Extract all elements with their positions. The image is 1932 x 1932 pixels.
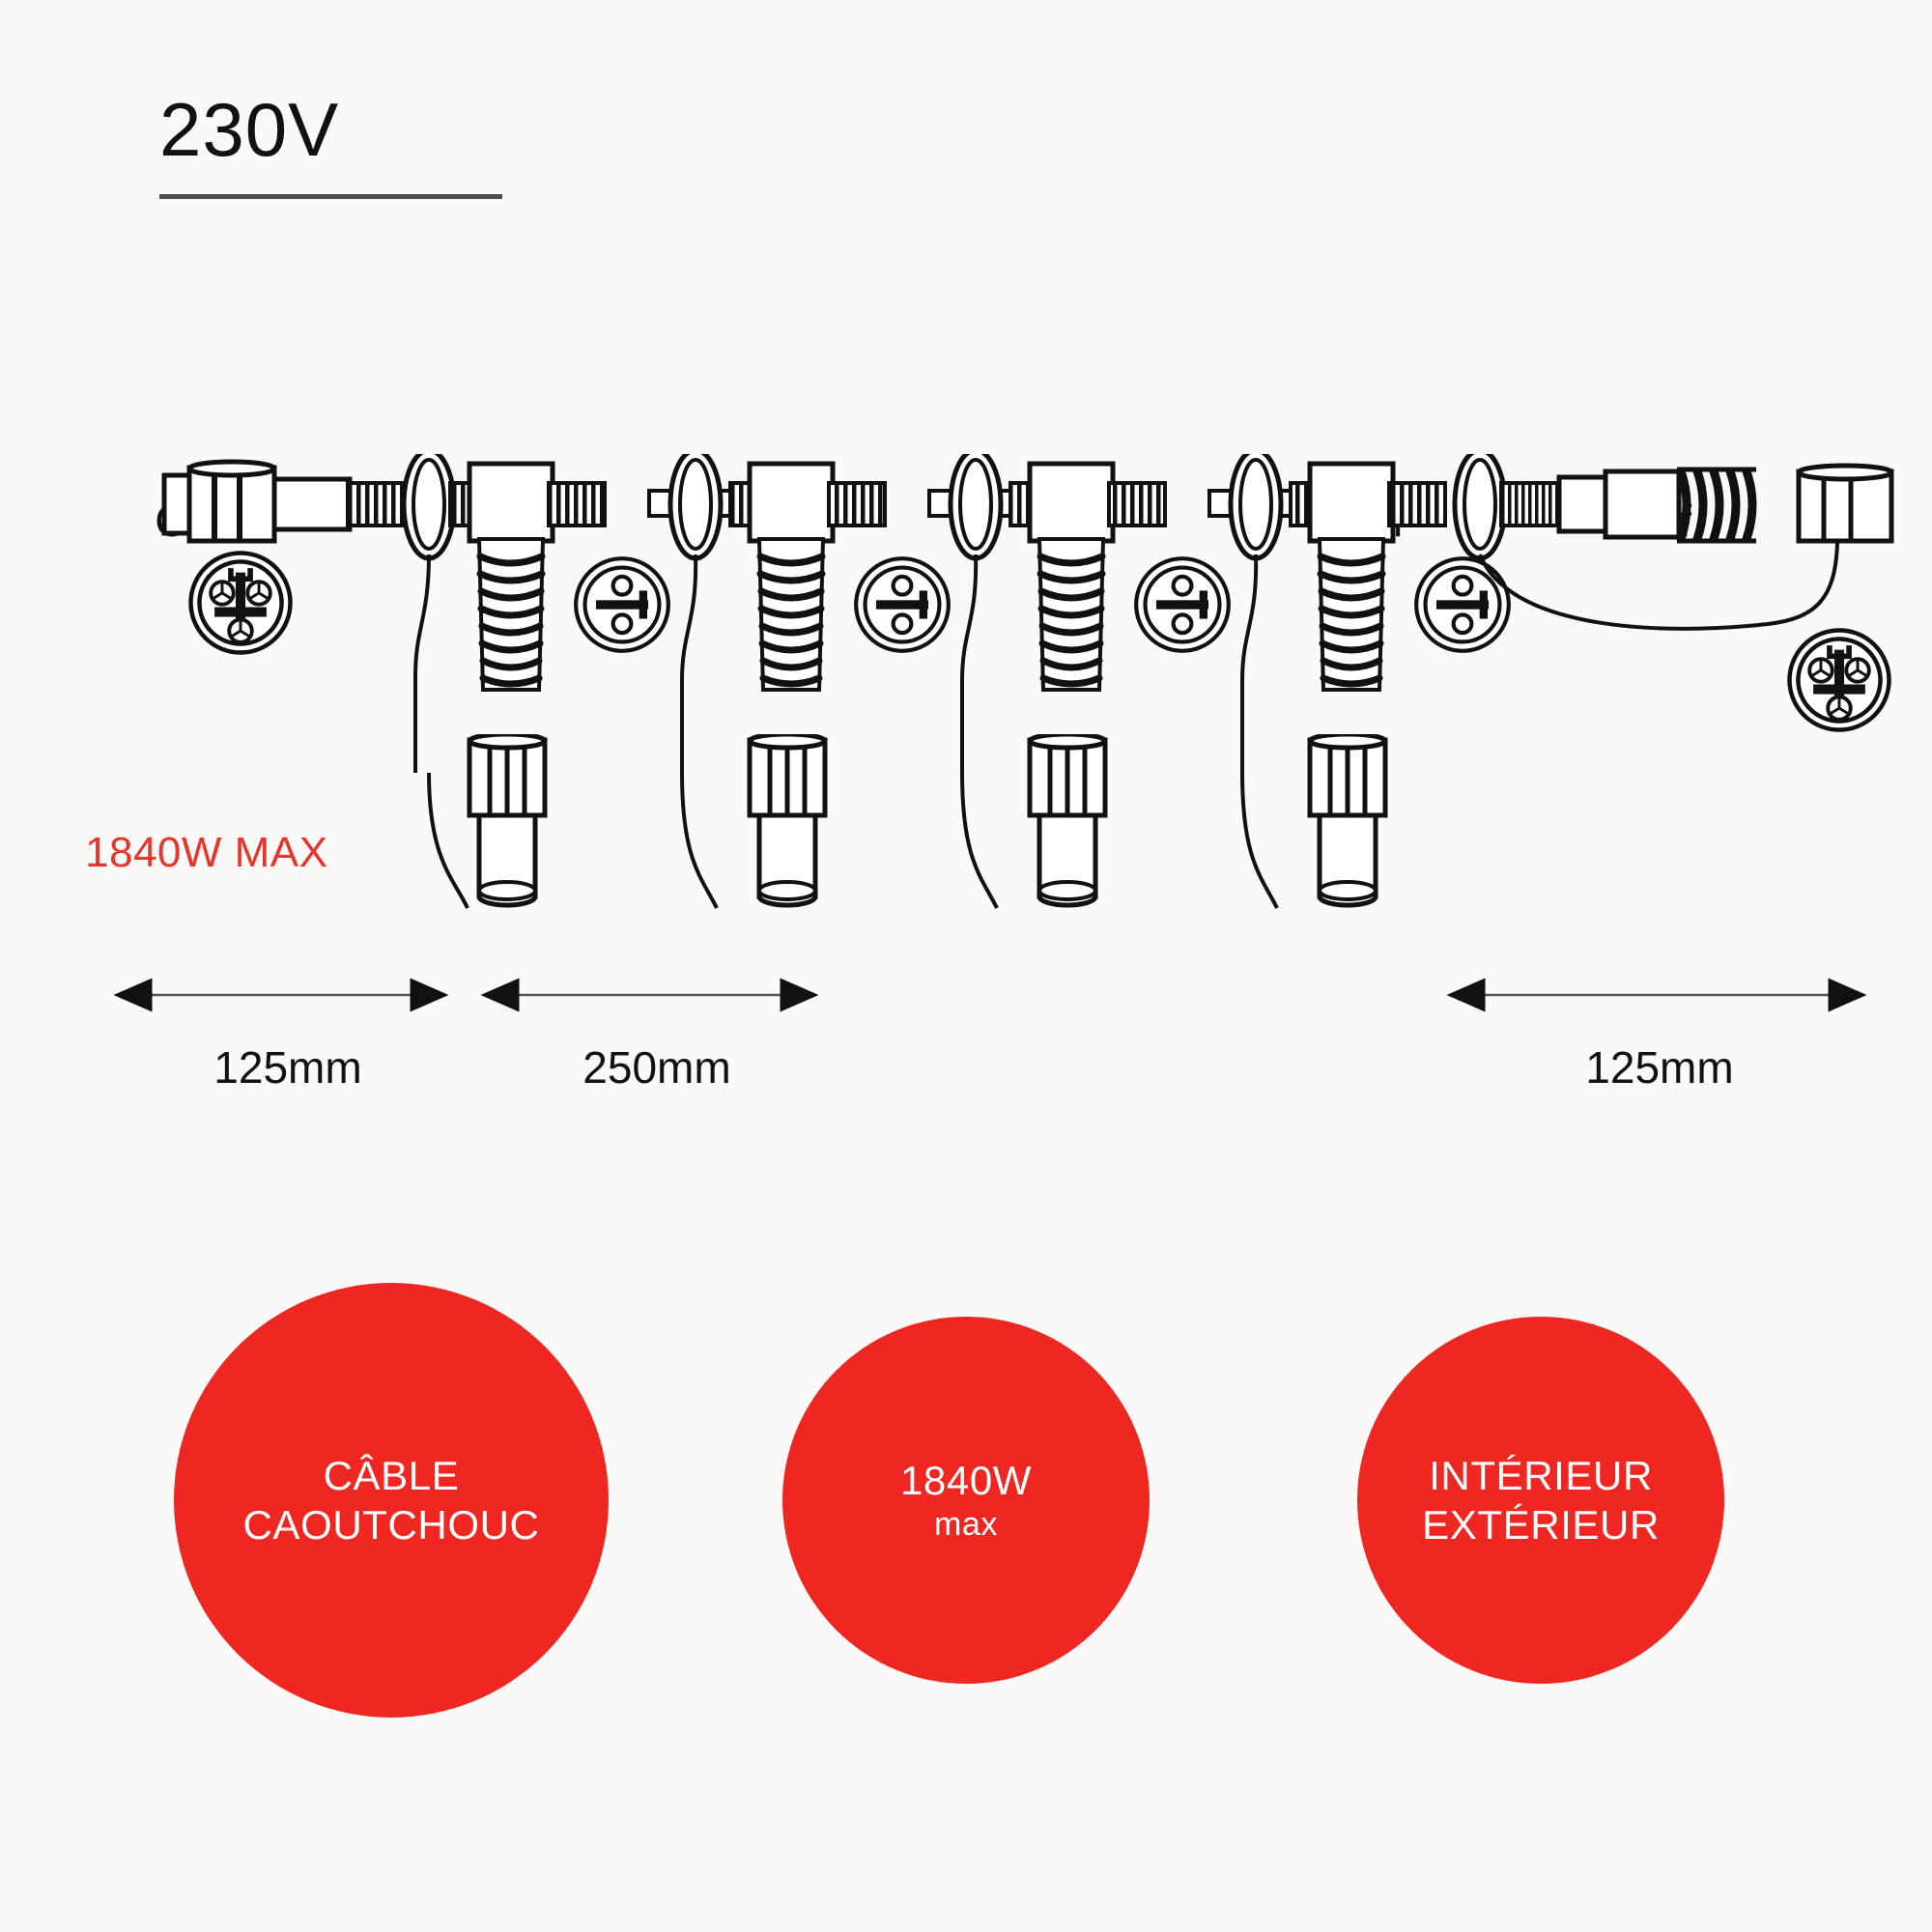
badge-cable-line-1: CAOUTCHOUC (242, 1502, 540, 1548)
cable-assembly-drawing (161, 454, 1894, 909)
badge-power-line-1: max (933, 1505, 999, 1543)
dimension-label-1: 250mm (582, 1042, 731, 1093)
badge-usage-line-0: INTÉRIEUR (1429, 1452, 1653, 1498)
connector-cm (161, 459, 408, 544)
max-wattage-note: 1840W MAX (85, 829, 328, 876)
dimension-lines (113, 978, 1867, 1012)
title-underline (159, 194, 502, 199)
pinout-2pin-icon (576, 558, 668, 651)
page-title: 230V (159, 87, 340, 172)
pinout-2pin-icon (1416, 558, 1509, 651)
cable-grommet (404, 454, 454, 558)
branch-cap (469, 734, 545, 905)
page-title-block: 230V (159, 92, 502, 199)
branch-cap (1030, 734, 1105, 905)
pinout-3pin-icon (190, 553, 290, 652)
connector-cf (1478, 463, 1894, 631)
dimension-label-2: 125mm (1585, 1042, 1734, 1093)
pinout-3pin-icon (1789, 630, 1889, 729)
pinout-2pin-icon (856, 558, 949, 651)
badge-power-line-0: 1840W (899, 1457, 1033, 1503)
pinout-2pin-icon (1136, 558, 1229, 651)
badge-cable-line-0: CÂBLE (323, 1452, 460, 1498)
tee-connectors (427, 454, 1509, 909)
branch-cap (1310, 734, 1385, 905)
badge-usage-line-1: EXTÉRIEUR (1422, 1502, 1660, 1548)
branch-cap (750, 734, 825, 905)
dimension-label-0: 125mm (213, 1042, 362, 1093)
